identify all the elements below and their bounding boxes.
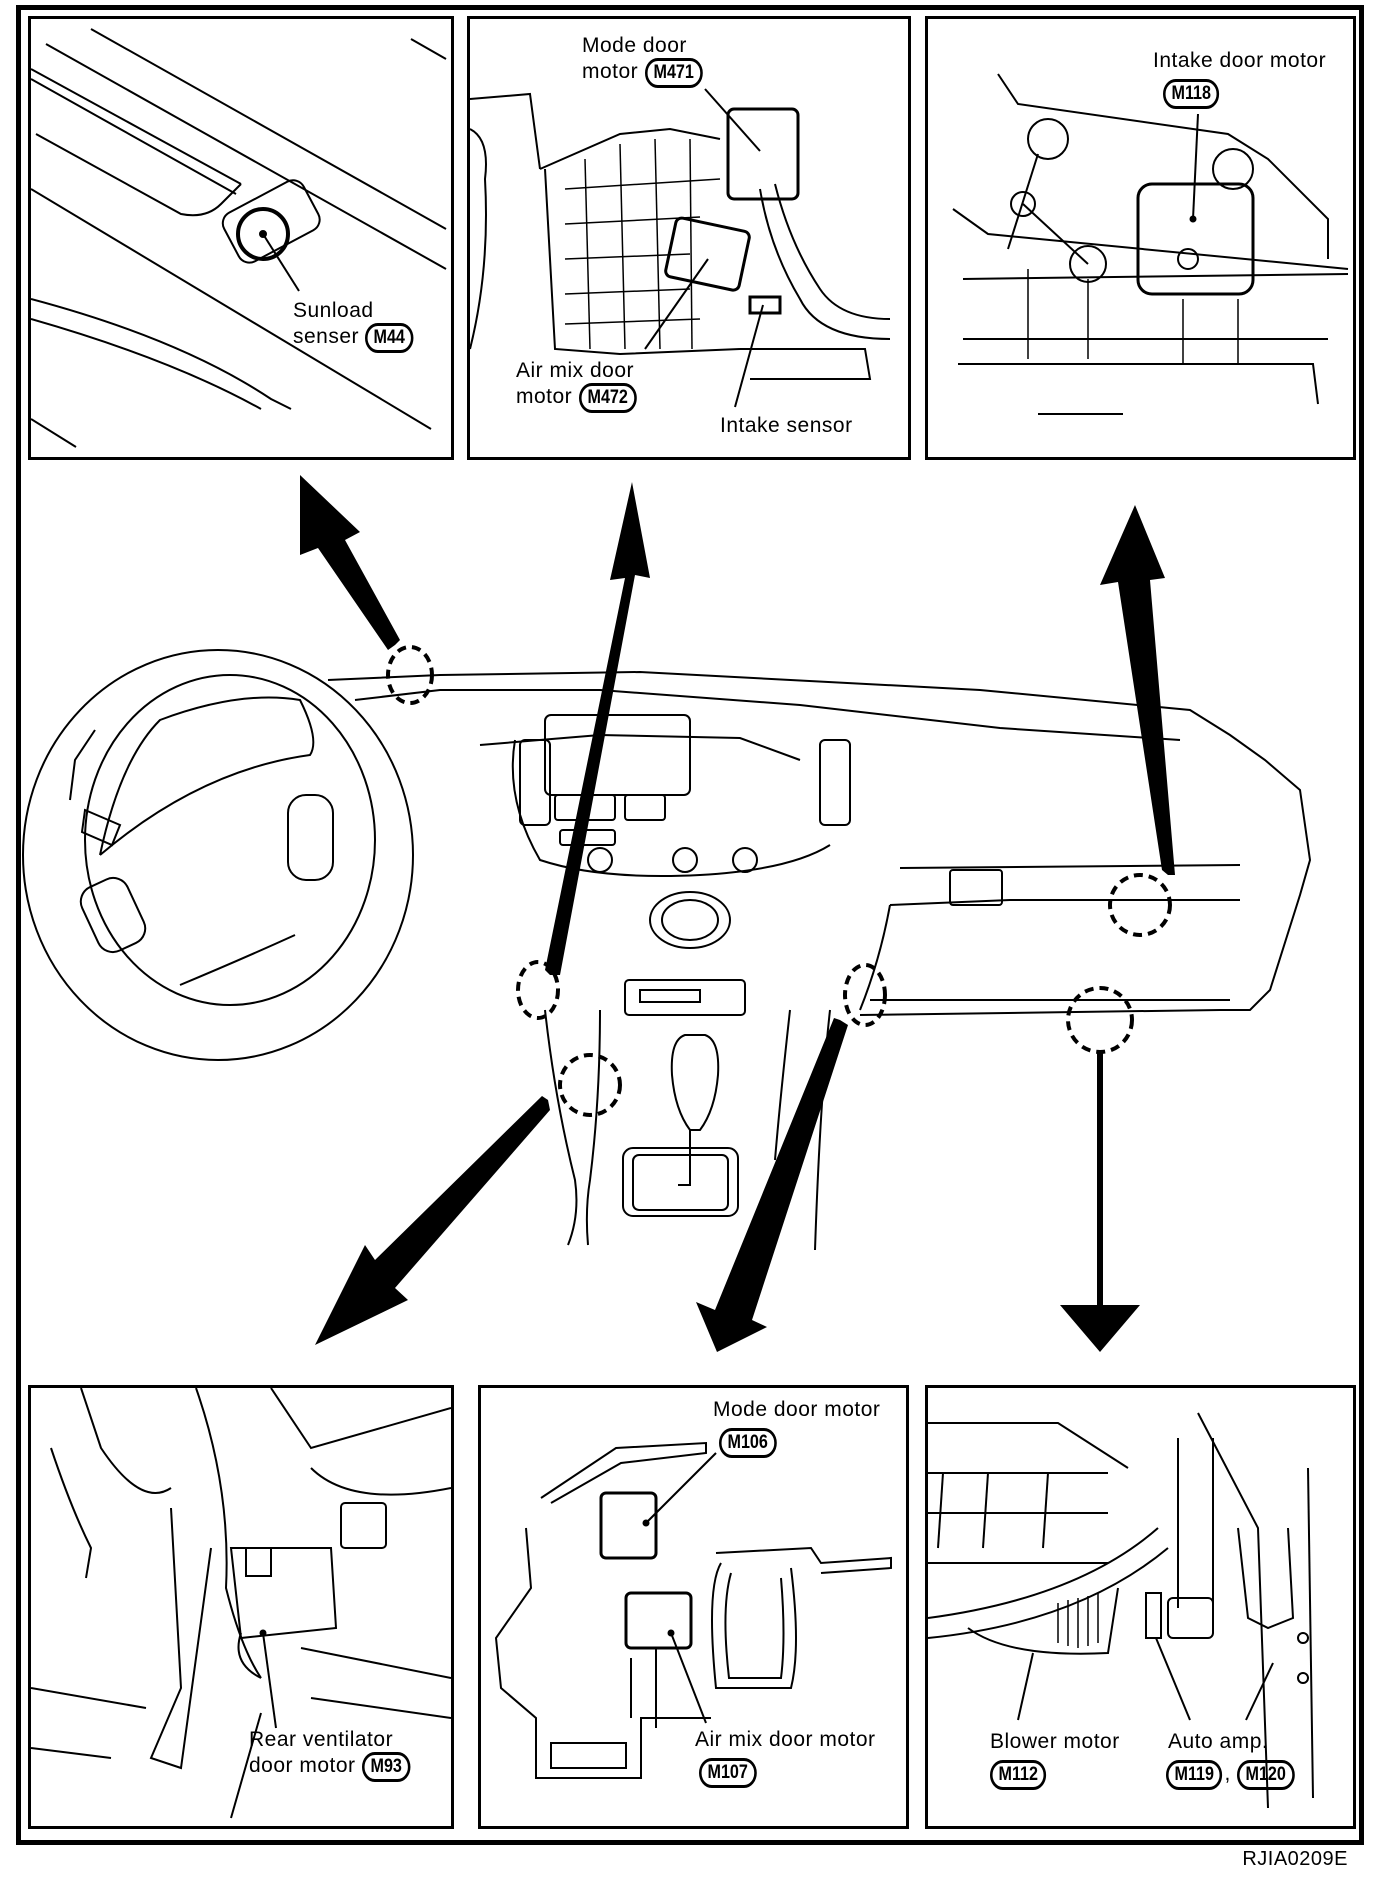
intake-door-illustration bbox=[952, 73, 1349, 415]
rear-ventilator-label-line2: door motor bbox=[249, 1754, 356, 1777]
connector-badge-m118: M118 bbox=[1163, 79, 1220, 109]
connector-badge-m107: M107 bbox=[699, 1758, 757, 1788]
location-mode-airmix-rear bbox=[843, 963, 887, 1027]
location-rear-ventilator bbox=[558, 1053, 622, 1117]
sunload-illustration bbox=[31, 28, 447, 448]
connector-separator: , bbox=[1224, 1762, 1231, 1785]
panel-sunload-sensor: Sunload senser M44 bbox=[28, 16, 454, 460]
connector-badge-m44: M44 bbox=[365, 323, 414, 353]
center-console bbox=[544, 1009, 831, 1251]
sunload-sensor-label-line2: senser bbox=[293, 325, 360, 348]
mode-door-motor-label-line1: Mode door bbox=[582, 34, 687, 57]
hvac-unit-front-illustration bbox=[470, 88, 891, 408]
mode-door-motor-label-line2: motor bbox=[582, 60, 639, 83]
rear-ventilator-label-line1: Rear ventilator bbox=[249, 1728, 394, 1751]
sunload-sensor-label-line1: Sunload bbox=[293, 299, 374, 322]
mode-door-motor-rear-label: Mode door motor bbox=[713, 1398, 881, 1421]
arrow-to-intake-door-panel bbox=[1100, 505, 1175, 875]
figure-id: RJIA0209E bbox=[1242, 1848, 1348, 1870]
air-mix-door-motor-label-line2: motor bbox=[516, 385, 573, 408]
panel-mode-airmix-front: Mode door motor M471 Air mix door motor … bbox=[467, 16, 911, 460]
panel-mode-airmix-rear: Mode door motor M106 Air mix door motor … bbox=[478, 1385, 909, 1829]
arrow-to-mode-airmix-rear-panel bbox=[696, 1018, 848, 1352]
connector-badge-m471: M471 bbox=[644, 58, 702, 88]
connector-badge-m472: M472 bbox=[578, 383, 636, 413]
location-blower-auto-amp bbox=[1066, 986, 1134, 1054]
rear-ventilator-illustration bbox=[31, 1388, 451, 1819]
arrow-to-sunload-panel bbox=[300, 475, 400, 650]
panel-intake-door-motor: Intake door motor M118 bbox=[925, 16, 1356, 460]
location-sunload bbox=[386, 645, 434, 705]
connector-badge-m120: M120 bbox=[1237, 1760, 1295, 1790]
connector-badge-m93: M93 bbox=[361, 1752, 411, 1782]
intake-sensor-label: Intake sensor bbox=[720, 414, 853, 437]
blower-motor-label: Blower motor bbox=[990, 1730, 1120, 1753]
connector-badge-m112: M112 bbox=[990, 1760, 1047, 1790]
location-intake-door bbox=[1108, 873, 1172, 937]
panel-blower-auto-amp: Blower motor M112 Auto amp. M119, M120 bbox=[925, 1385, 1356, 1829]
connector-badge-m106: M106 bbox=[719, 1428, 777, 1458]
blower-unit-illustration bbox=[928, 1412, 1314, 1809]
arrow-to-rear-ventilator-panel bbox=[315, 1096, 550, 1345]
arrow-to-mode-airmix-front-panel bbox=[545, 482, 650, 975]
connector-badge-m119: M119 bbox=[1166, 1760, 1223, 1790]
air-mix-door-motor-rear-label: Air mix door motor bbox=[695, 1728, 876, 1751]
outer-frame bbox=[16, 5, 1364, 1845]
steering-wheel bbox=[22, 649, 414, 1061]
intake-door-motor-label: Intake door motor bbox=[1153, 49, 1327, 72]
location-mode-airmix-front bbox=[516, 960, 560, 1020]
auto-amp-label: Auto amp. bbox=[1168, 1730, 1269, 1753]
panel-rear-ventilator-door-motor: Rear ventilator door motor M93 bbox=[28, 1385, 454, 1829]
hvac-unit-rear-illustration bbox=[494, 1441, 892, 1779]
arrow-to-blower-auto-amp-panel bbox=[1060, 1052, 1140, 1352]
air-mix-door-motor-label-line1: Air mix door bbox=[516, 359, 635, 382]
